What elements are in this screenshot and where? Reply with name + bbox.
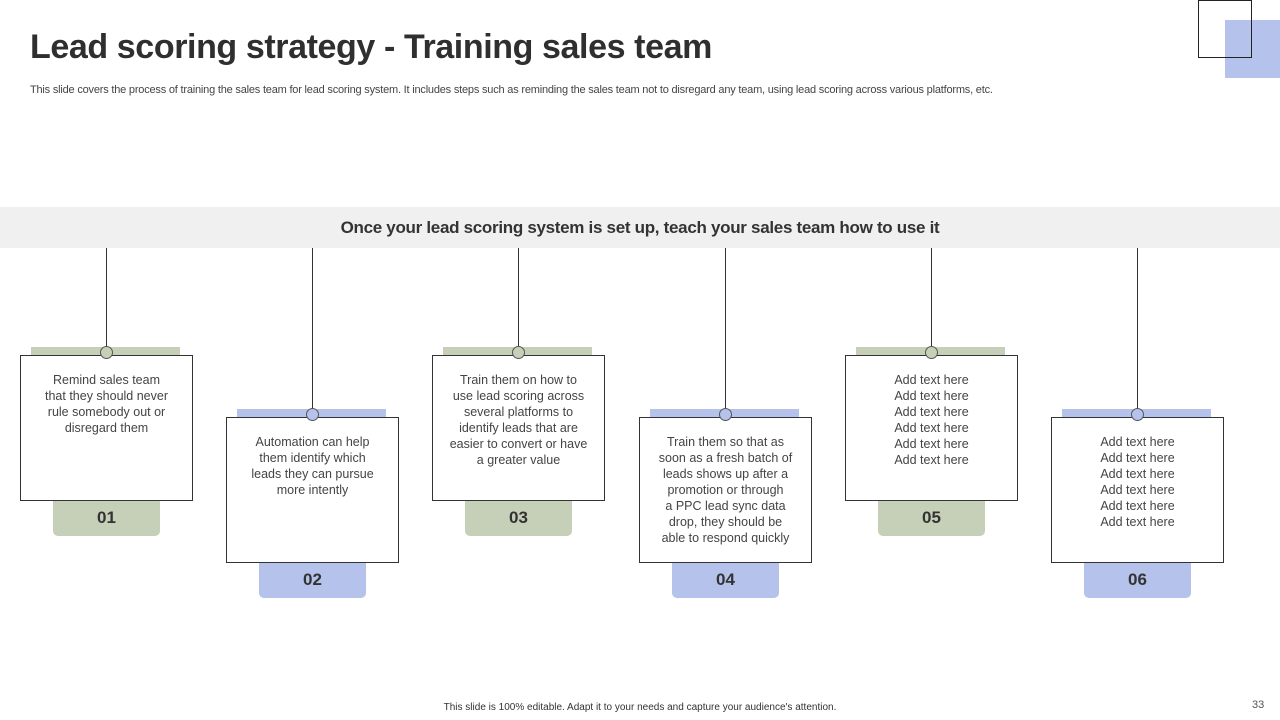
step-number: 01 (53, 500, 160, 536)
step-text-line: able to respond quickly (661, 531, 790, 545)
connector-line (518, 248, 519, 355)
step-text-line: easier to convert or have (449, 437, 588, 451)
step-text-line: more intently (276, 483, 349, 497)
footer-note: This slide is 100% editable. Adapt it to… (443, 702, 837, 713)
step-text-line: Add text here (1100, 435, 1175, 449)
step-text-line: drop, they should be (668, 515, 783, 529)
step-number: 03 (465, 500, 572, 536)
step-text-line: Remind sales team (53, 373, 160, 387)
step-text-line: Add text here (1100, 467, 1175, 481)
connector-node (1131, 408, 1144, 421)
connector-line (931, 248, 932, 355)
step-number: 06 (1084, 562, 1191, 598)
connector-line (106, 248, 107, 355)
step-number: 02 (259, 562, 366, 598)
step-text-line: Train them on how to (460, 373, 577, 387)
slide-subtitle: This slide covers the process of trainin… (30, 84, 993, 96)
step-text-line: a greater value (476, 453, 561, 467)
step-text-line: Add text here (894, 437, 969, 451)
step-text-line: a PPC lead sync data (665, 499, 786, 513)
step-text-line: Add text here (894, 389, 969, 403)
page-number: 33 (1252, 699, 1265, 711)
step-card: Train them so that as soon as a fresh bat… (639, 417, 812, 563)
step-text-line: Add text here (1100, 451, 1175, 465)
step-text-line: Automation can help (255, 435, 370, 449)
step-text-line: Add text here (1100, 483, 1175, 497)
step-text-line: them identify which (259, 451, 366, 465)
connector-line (1137, 248, 1138, 417)
step-text-line: leads they can pursue (251, 467, 374, 481)
step-text-line: use lead scoring across (452, 389, 585, 403)
connector-node (512, 346, 525, 359)
step-text-line: soon as a fresh batch of (658, 451, 793, 465)
corner-decoration-outline (1198, 0, 1252, 58)
step-card: Automation can help them identify which le… (226, 417, 399, 563)
corner-decoration-fill (1225, 20, 1280, 78)
banner-text: Once your lead scoring system is set up,… (340, 217, 940, 237)
connector-node (100, 346, 113, 359)
step-text-line: promotion or through (667, 483, 784, 497)
step-text-line: Add text here (894, 373, 969, 387)
step-text-line: identify leads that are (459, 421, 578, 435)
step-text-line: Add text here (894, 453, 969, 467)
banner: Once your lead scoring system is set up,… (0, 207, 1280, 248)
step-text-line: Add text here (1100, 499, 1175, 513)
step-text-line: leads shows up after a (662, 467, 789, 481)
step-text-line: Train them so that as (667, 435, 784, 449)
step-text-line: several platforms to (463, 405, 574, 419)
connector-node (306, 408, 319, 421)
connector-line (725, 248, 726, 417)
step-card: Remind sales team that they should never r… (20, 355, 193, 501)
connector-line (312, 248, 313, 417)
step-text-line: that they should never (45, 389, 168, 403)
step-text-line: Add text here (894, 421, 969, 435)
step-card: Train them on how to use lead scoring acr… (432, 355, 605, 501)
connector-node (719, 408, 732, 421)
step-text-line: disregard them (64, 421, 149, 435)
step-text-line: Add text here (1100, 515, 1175, 529)
connector-node (925, 346, 938, 359)
step-text-line: rule somebody out or (47, 405, 166, 419)
slide-title: Lead scoring strategy - Training sales t… (30, 28, 712, 66)
step-number: 05 (878, 500, 985, 536)
step-text-line: Add text here (894, 405, 969, 419)
step-number: 04 (672, 562, 779, 598)
